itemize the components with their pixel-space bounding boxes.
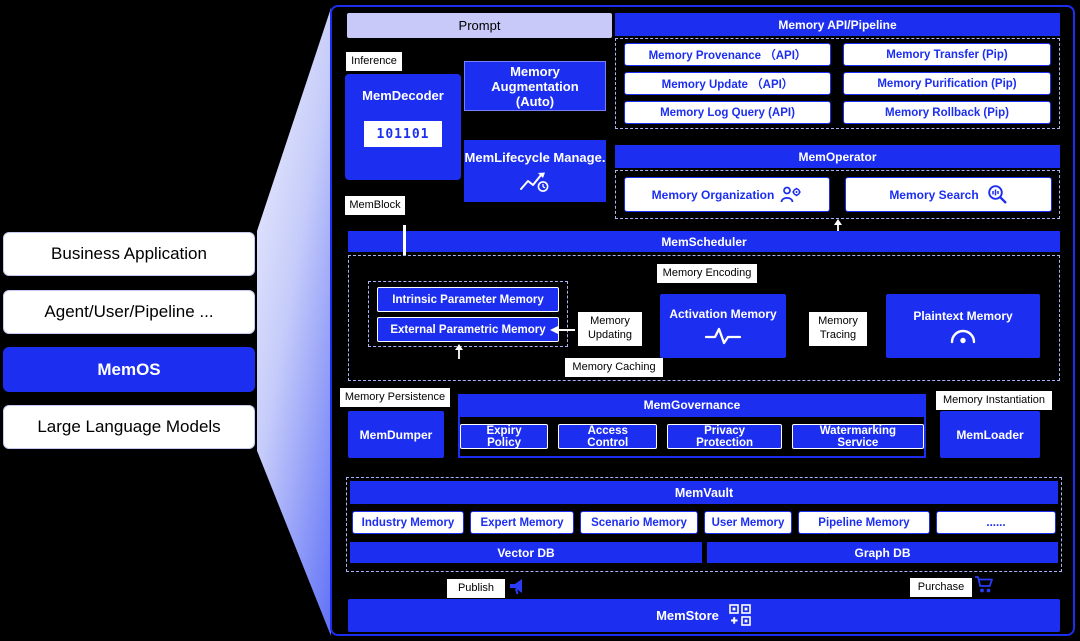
activation-memory-box: Activation Memory bbox=[660, 294, 786, 358]
pip-item-memory-purification: Memory Purification (Pip) bbox=[843, 72, 1051, 95]
vault-item-pipeline-memory: Pipeline Memory bbox=[798, 511, 930, 534]
memlifecycle-label: MemLifecycle Manage. bbox=[464, 149, 606, 165]
memgovernance-items-container: Expiry Policy Access Control Privacy Pro… bbox=[458, 415, 926, 458]
arrow-up-operator-icon bbox=[832, 219, 844, 232]
memdecoder-box: MemDecoder 101101 bbox=[345, 74, 461, 180]
pip-item-memory-rollback: Memory Rollback (Pip) bbox=[843, 101, 1051, 124]
prompt-label: Prompt bbox=[458, 18, 501, 33]
search-icon bbox=[987, 184, 1008, 205]
memory-encoding-label: Memory Encoding bbox=[657, 264, 757, 283]
vector-db-bar: Vector DB bbox=[350, 542, 702, 563]
memgovernance-header: MemGovernance bbox=[458, 394, 926, 415]
vault-item-expert-memory: Expert Memory bbox=[470, 511, 574, 534]
api-item-memory-update: Memory Update （API） bbox=[624, 72, 831, 95]
binary-code-icon: 101101 bbox=[364, 121, 442, 147]
memvault-header: MemVault bbox=[350, 481, 1058, 504]
left-stack-label: Business Application bbox=[51, 244, 207, 263]
arrow-left-updating-icon bbox=[550, 324, 576, 336]
memdecoder-title: MemDecoder bbox=[362, 88, 444, 103]
vault-item-more: ...... bbox=[936, 511, 1056, 534]
graph-db-bar: Graph DB bbox=[707, 542, 1058, 563]
memory-search-label: Memory Search bbox=[889, 187, 979, 202]
memory-augmentation-line2: (Auto) bbox=[515, 93, 555, 109]
left-stack-label: Agent/User/Pipeline ... bbox=[44, 302, 214, 321]
memory-augmentation-line1: Memory Augmentation bbox=[491, 63, 579, 94]
memory-api-pipeline-header: Memory API/Pipeline bbox=[615, 13, 1060, 36]
memscheduler-header: MemScheduler bbox=[348, 231, 1060, 252]
left-stack-item-memos: MemOS bbox=[3, 347, 255, 392]
left-stack-label: Large Language Models bbox=[37, 417, 221, 436]
pulse-waveform-icon bbox=[704, 326, 742, 346]
memscheduler-container bbox=[348, 255, 1060, 381]
plaintext-memory-label: Plaintext Memory bbox=[913, 308, 1013, 323]
memstore-label: MemStore bbox=[656, 608, 719, 623]
prompt-bar: Prompt bbox=[347, 13, 612, 38]
memoperator-header: MemOperator bbox=[615, 145, 1060, 168]
governance-item-watermarking-service: Watermarking Service bbox=[791, 424, 924, 449]
memory-instantiation-label: Memory Instantiation bbox=[936, 391, 1052, 410]
left-stack-item-business-application: Business Application bbox=[3, 232, 255, 276]
memoperator-container bbox=[615, 170, 1060, 219]
lens-dot-icon bbox=[949, 327, 977, 344]
left-stack-label: MemOS bbox=[97, 359, 161, 379]
arrow-up-caching-icon bbox=[453, 344, 465, 359]
person-gear-icon bbox=[780, 185, 802, 204]
memvault-container bbox=[346, 477, 1062, 572]
memdumper-box: MemDumper bbox=[348, 411, 444, 458]
api-item-memory-provenance: Memory Provenance （API） bbox=[624, 43, 831, 66]
memory-caching-label: Memory Caching bbox=[565, 358, 663, 377]
api-item-memory-log-query: Memory Log Query (API) bbox=[624, 101, 831, 124]
memloader-box: MemLoader bbox=[940, 411, 1040, 458]
line-chart-clock-icon bbox=[518, 169, 552, 193]
qr-blocks-icon bbox=[729, 604, 752, 627]
memory-augmentation-box: Memory Augmentation (Auto) bbox=[464, 61, 606, 111]
governance-item-expiry-policy: Expiry Policy bbox=[460, 424, 549, 449]
memory-updating-label: Memory Updating bbox=[578, 312, 642, 346]
cart-icon bbox=[974, 575, 994, 594]
governance-item-privacy-protection: Privacy Protection bbox=[667, 424, 782, 449]
parametric-memory-group bbox=[368, 281, 568, 347]
vault-item-industry-memory: Industry Memory bbox=[352, 511, 464, 534]
vault-item-user-memory: User Memory bbox=[704, 511, 792, 534]
intrinsic-parameter-memory-box: Intrinsic Parameter Memory bbox=[377, 287, 559, 312]
memory-organization-label: Memory Organization bbox=[651, 187, 775, 202]
memory-search-box: Memory Search bbox=[845, 177, 1052, 212]
external-parametric-memory-box: External Parametric Memory bbox=[377, 317, 559, 342]
memory-persistence-label: Memory Persistence bbox=[340, 388, 450, 407]
governance-item-access-control: Access Control bbox=[558, 424, 658, 449]
memstore-bar: MemStore bbox=[348, 599, 1060, 632]
memblock-label: MemBlock bbox=[345, 196, 405, 215]
connector-tick-memblock bbox=[403, 225, 406, 255]
inference-label: Inference bbox=[346, 52, 402, 71]
memory-organization-box: Memory Organization bbox=[624, 177, 830, 212]
left-stack-item-llm: Large Language Models bbox=[3, 405, 255, 449]
purchase-label: Purchase bbox=[910, 578, 972, 597]
publish-label: Publish bbox=[447, 579, 505, 598]
memory-api-pipeline-container bbox=[615, 38, 1060, 129]
pip-item-memory-transfer: Memory Transfer (Pip) bbox=[843, 43, 1051, 66]
memlifecycle-box: MemLifecycle Manage. bbox=[464, 140, 606, 202]
megaphone-icon bbox=[508, 577, 527, 596]
vault-item-scenario-memory: Scenario Memory bbox=[580, 511, 698, 534]
plaintext-memory-box: Plaintext Memory bbox=[886, 294, 1040, 358]
memory-tracing-label: Memory Tracing bbox=[809, 312, 867, 346]
funnel-connector-shape bbox=[257, 8, 331, 636]
activation-memory-label: Activation Memory bbox=[669, 306, 777, 321]
left-stack-item-agent-user-pipeline: Agent/User/Pipeline ... bbox=[3, 290, 255, 334]
